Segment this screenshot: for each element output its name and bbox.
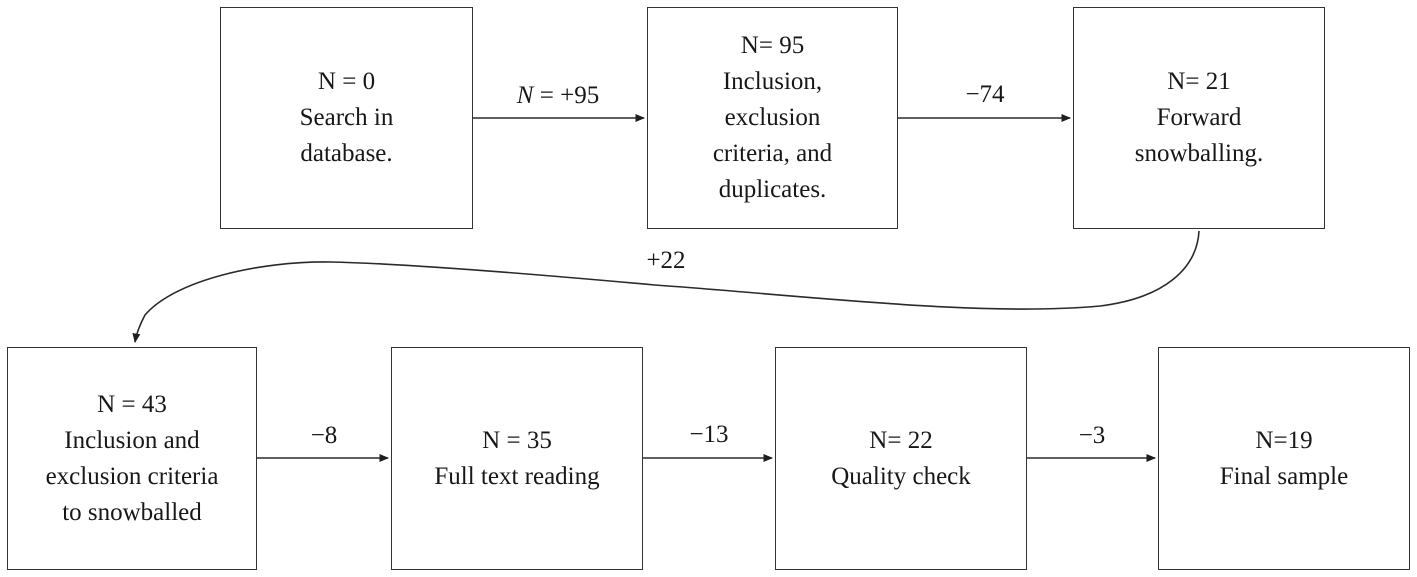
edge-label-minus-13: −13 xyxy=(689,421,729,448)
node-full-text-reading-label: N = 35 Full text reading xyxy=(434,426,600,490)
edge-label-plus-22: +22 xyxy=(646,247,686,274)
node-criteria-to-snowballed: N = 43 Inclusion and exclusion criteria … xyxy=(7,347,257,570)
node-final-sample: N=19 Final sample xyxy=(1158,347,1410,570)
node-quality-check: N= 22 Quality check xyxy=(775,347,1027,570)
node-forward-snowballing-label: N= 21 Forward snowballing. xyxy=(1134,68,1264,167)
node-criteria-to-snowballed-label: N = 43 Inclusion and exclusion criteria … xyxy=(45,390,219,526)
edge-label-minus-3: −3 xyxy=(1078,422,1106,449)
edge-label-minus-8: −8 xyxy=(310,422,338,449)
edge-forward-to-snowcrit-curve xyxy=(132,230,1200,343)
edge-label-plus-95: N = +95 xyxy=(516,82,600,109)
node-inclusion-exclusion-duplicates-label: N= 95 Inclusion, exclusion criteria, and… xyxy=(712,32,833,203)
node-full-text-reading: N = 35 Full text reading xyxy=(391,347,643,570)
node-quality-check-label: N= 22 Quality check xyxy=(831,426,971,490)
node-search-in-database-label: N = 0 Search in database. xyxy=(299,68,394,167)
node-forward-snowballing: N= 21 Forward snowballing. xyxy=(1073,7,1325,229)
edge-label-minus-74: −74 xyxy=(965,81,1005,108)
node-inclusion-exclusion-duplicates: N= 95 Inclusion, exclusion criteria, and… xyxy=(647,7,898,229)
node-final-sample-label: N=19 Final sample xyxy=(1219,426,1349,490)
node-search-in-database: N = 0 Search in database. xyxy=(220,7,473,229)
